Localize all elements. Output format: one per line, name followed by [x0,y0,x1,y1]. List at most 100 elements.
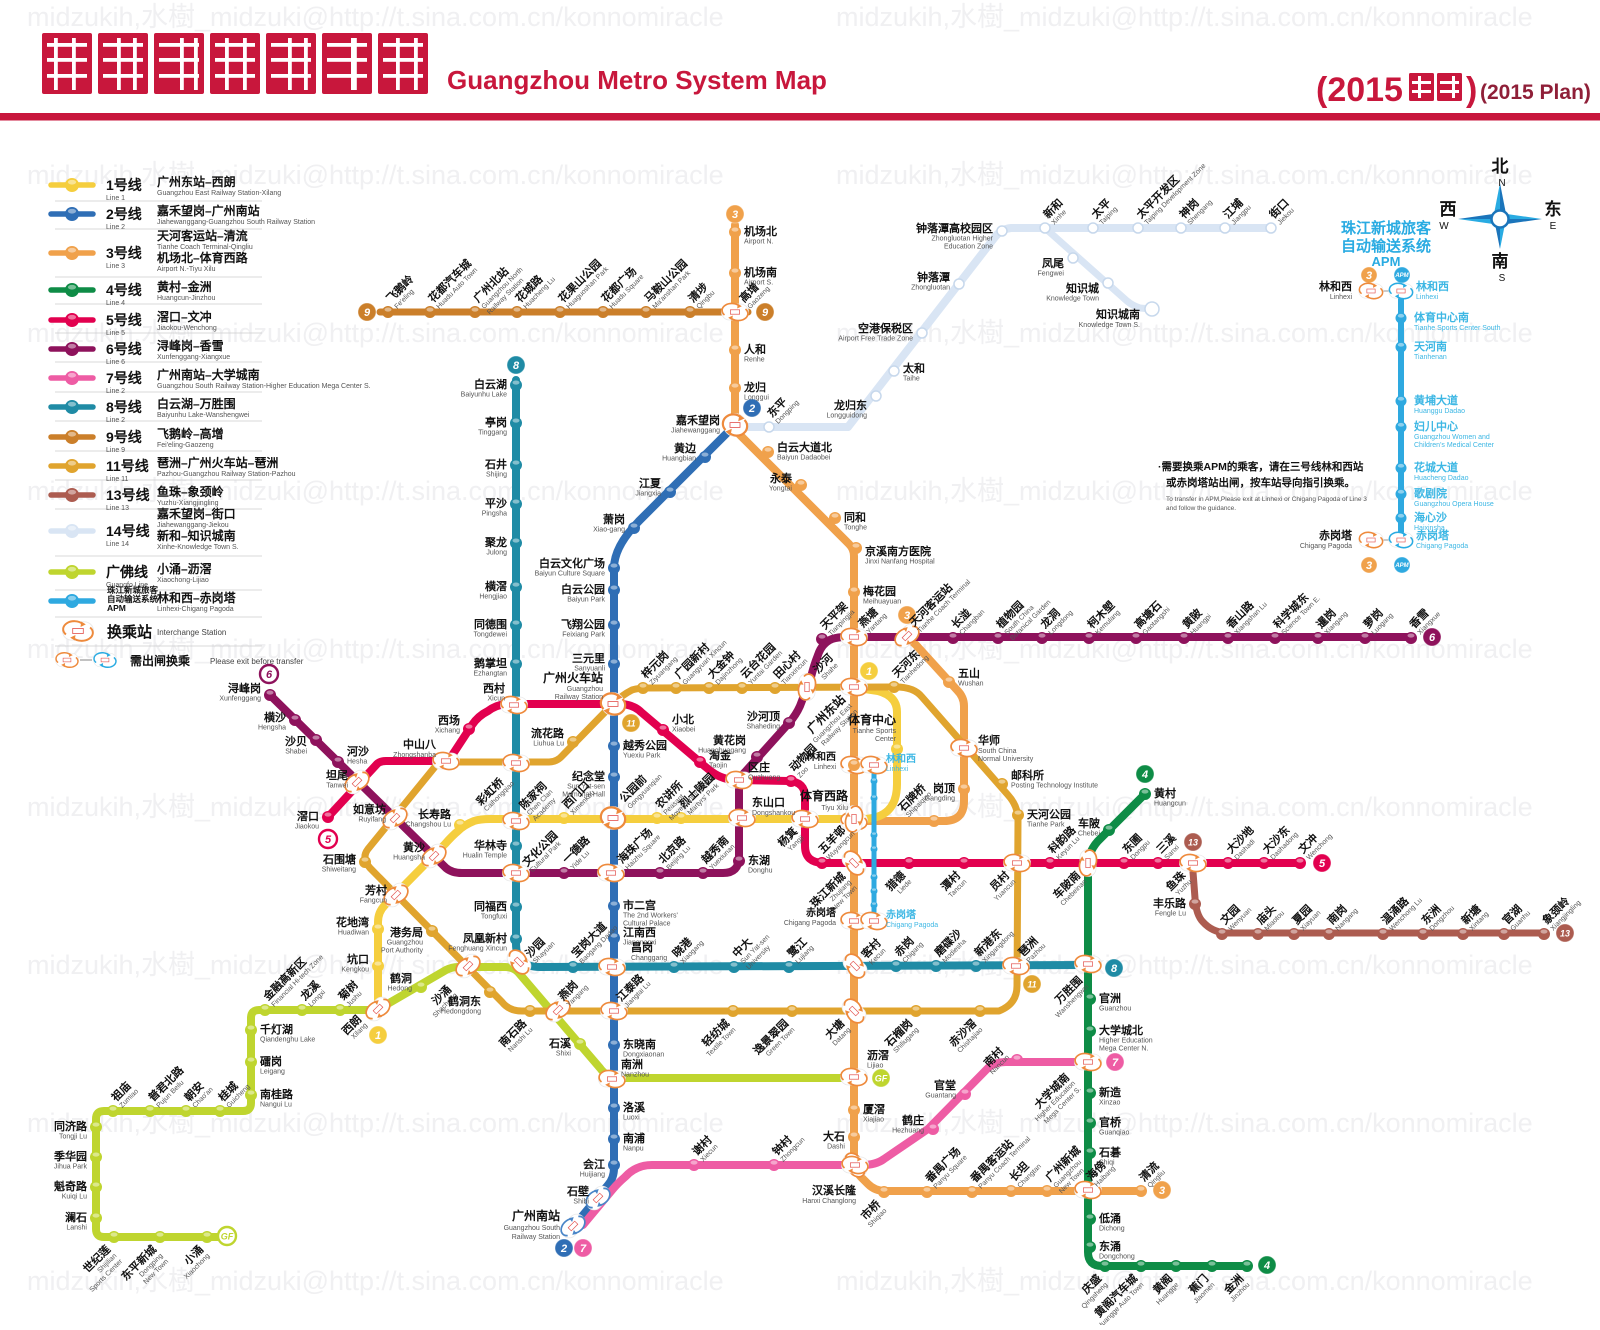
svg-text:Ouzhuang: Ouzhuang [748,775,780,782]
svg-text:9: 9 [762,307,769,319]
svg-text:Longgui: Longgui [744,395,769,402]
svg-text:石围塘: 石围塘 [322,852,356,866]
svg-text:Linhexi: Linhexi [1416,294,1439,301]
svg-text:聚龙: 聚龙 [484,535,507,549]
svg-text:Feixiang Park: Feixiang Park [562,632,605,639]
svg-text:Yuzhu-Xiangjingling: Yuzhu-Xiangjingling [157,500,219,507]
svg-text:Chigang Pagoda: Chigang Pagoda [886,922,938,929]
svg-text:Jiaokou-Wenchong: Jiaokou-Wenchong [157,325,217,332]
svg-text:钟落潭: 钟落潭 [917,270,950,284]
svg-text:低涌: 低涌 [1098,1211,1121,1225]
svg-text:1号线: 1号线 [106,177,142,193]
svg-text:(2015 Plan): (2015 Plan) [1480,81,1591,104]
svg-text:Line 4: Line 4 [106,300,125,307]
svg-text:3号线: 3号线 [106,245,142,261]
svg-text:机场南: 机场南 [744,265,777,279]
svg-text:龙归东: 龙归东 [833,398,867,412]
svg-text:林和西: 林和西 [806,750,836,763]
svg-text:Nanzhou: Nanzhou [621,1072,649,1079]
svg-text:平沙: 平沙 [485,497,507,510]
svg-text:新和–知识城南: 新和–知识城南 [157,528,236,543]
svg-text:Higher Education: Higher Education [1099,1038,1153,1045]
svg-text:五山: 五山 [958,666,980,680]
svg-text:Line 9: Line 9 [106,447,125,454]
svg-text:沙贝: 沙贝 [285,735,307,748]
svg-text:APM: APM [1372,254,1401,269]
svg-text:大石: 大石 [823,1129,845,1143]
svg-text:11: 11 [626,718,635,728]
svg-text:Meihuayuan: Meihuayuan [863,599,901,606]
svg-text:西场: 西场 [438,713,460,727]
svg-text:Knowledge Town: Knowledge Town [1046,296,1099,303]
svg-text:Tongfuxi: Tongfuxi [481,914,508,921]
svg-text:萧岗: 萧岗 [603,512,625,526]
svg-text:13: 13 [1188,837,1198,847]
svg-text:Taojin: Taojin [709,763,727,770]
svg-text:Hedong: Hedong [387,986,412,993]
svg-text:N: N [1498,178,1505,189]
svg-text:Tinggang: Tinggang [478,430,507,437]
svg-text:Line 1: Line 1 [106,195,125,202]
svg-text:Linhexi-Chigang Pagoda: Linhexi-Chigang Pagoda [157,606,234,613]
svg-text:小北: 小北 [671,712,694,726]
svg-text:Pazhou-Guangzhou Railway Stati: Pazhou-Guangzhou Railway Station-Pazhou [157,471,296,478]
svg-text:坦尾: 坦尾 [326,768,348,782]
svg-text:Memorial Hall: Memorial Hall [562,792,605,799]
svg-text:Baiyun Park: Baiyun Park [567,597,605,604]
svg-text:Huangcun: Huangcun [1154,801,1186,808]
svg-text:Railway Station: Railway Station [512,1234,560,1241]
svg-text:Baiyunhu Lake-Wanshengwei: Baiyunhu Lake-Wanshengwei [157,412,250,419]
svg-text:Airport N.: Airport N. [744,239,774,246]
svg-text:南浦: 南浦 [623,1131,645,1145]
svg-text:官洲: 官洲 [1099,991,1121,1005]
svg-text:东湖: 东湖 [748,853,770,867]
svg-text:Xunfenggang: Xunfenggang [219,696,261,703]
svg-text:midzukih,水樹_midzuki@http://t.s: midzukih,水樹_midzuki@http://t.sina.com.cn… [836,318,1533,348]
svg-text:Jiangnanxi: Jiangnanxi [623,940,657,947]
svg-text:魁奇路: 魁奇路 [54,1179,88,1193]
svg-text:天河南: 天河南 [1414,339,1447,353]
svg-text:7号线: 7号线 [106,370,142,386]
svg-text:Zhongshanba: Zhongshanba [393,752,436,759]
svg-text:Shiqi: Shiqi [1099,1160,1115,1167]
svg-text:Jiahewanggang-Jiekou: Jiahewanggang-Jiekou [157,522,229,529]
svg-text:Yuexiu Park: Yuexiu Park [623,753,661,760]
svg-text:嘉禾望岗: 嘉禾望岗 [675,413,720,427]
svg-text:Fenghuang Xincun: Fenghuang Xincun [448,946,507,953]
svg-text:千灯湖: 千灯湖 [260,1022,293,1036]
svg-text:Center: Center [875,736,897,743]
svg-text:Guanqiao: Guanqiao [1099,1130,1129,1137]
svg-text:天河客运站–清流: 天河客运站–清流 [157,228,248,243]
svg-text:同济路: 同济路 [54,1119,88,1133]
svg-text:Zhongluotan Higher: Zhongluotan Higher [932,236,994,243]
svg-text:洛溪: 洛溪 [623,1100,646,1114]
svg-text:Guangzhou Women and: Guangzhou Women and [1414,434,1490,441]
svg-text:1: 1 [866,666,872,678]
svg-text:Nanpu: Nanpu [623,1146,644,1153]
svg-text:Hengsha: Hengsha [258,725,286,732]
svg-text:赤岗塔: 赤岗塔 [1319,528,1353,542]
svg-text:会江: 会江 [583,1157,605,1171]
svg-text:海心沙: 海心沙 [1414,510,1447,524]
svg-text:Xinhe-Knowledge Town S.: Xinhe-Knowledge Town S. [157,544,239,551]
svg-text:港务局: 港务局 [390,925,423,939]
svg-text:林和西: 林和西 [886,752,916,765]
svg-text:珠江新城旅客: 珠江新城旅客 [107,585,159,595]
svg-text:Kengkou: Kengkou [341,967,369,974]
svg-text:Huadiwan: Huadiwan [338,930,369,937]
svg-text:Dongshankou: Dongshankou [752,810,795,817]
svg-text:Line 2: Line 2 [106,388,125,395]
svg-text:13号线: 13号线 [106,487,150,503]
svg-text:太和: 太和 [902,361,925,375]
svg-text:Lijiao: Lijiao [867,1063,883,1070]
svg-text:Chigang Pagoda: Chigang Pagoda [784,920,836,927]
svg-text:汉溪长隆: 汉溪长隆 [812,1183,857,1197]
svg-text:midzukih,水樹_midzuki@http://t.s: midzukih,水樹_midzuki@http://t.sina.com.cn… [27,634,724,664]
svg-text:Jiaokou: Jiaokou [295,824,319,831]
svg-text:广佛线: 广佛线 [106,564,148,580]
svg-text:Qiandenghu Lake: Qiandenghu Lake [260,1037,315,1044]
svg-text:Zhongluotan: Zhongluotan [911,285,950,292]
svg-text:Xiao-gang: Xiao-gang [593,527,625,534]
svg-text:中山八: 中山八 [403,737,437,751]
svg-text:11号线: 11号线 [106,458,149,474]
